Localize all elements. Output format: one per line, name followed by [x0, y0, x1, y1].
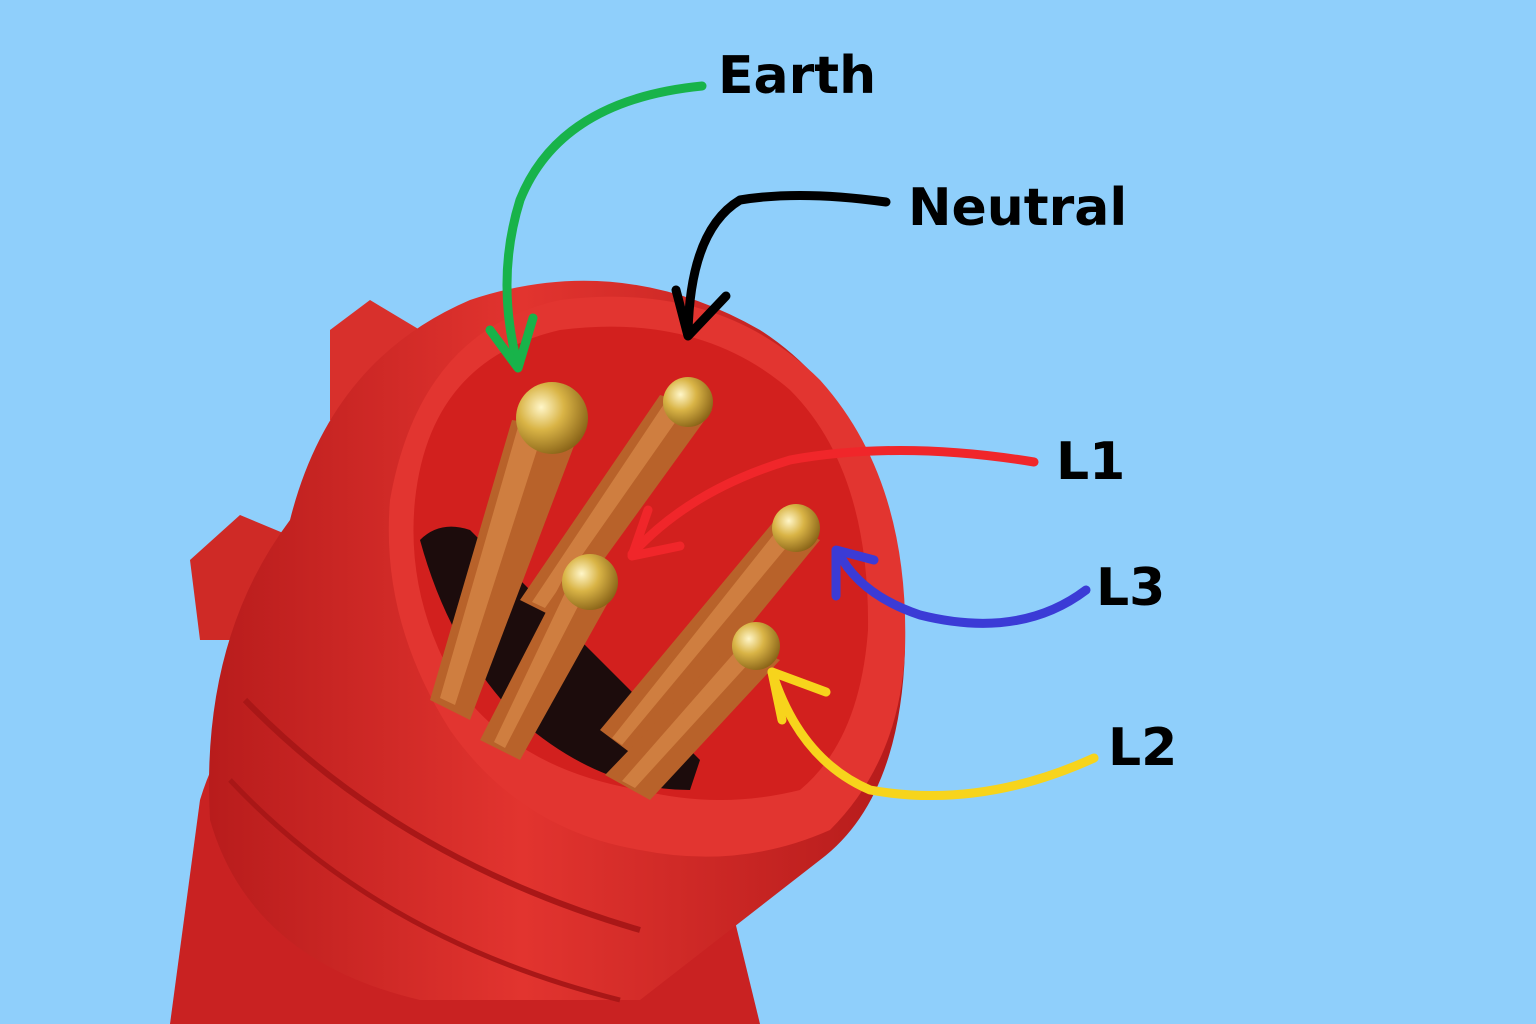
earth-label: Earth — [718, 46, 877, 106]
l1-label: L1 — [1056, 432, 1126, 492]
pin-l1 — [480, 554, 618, 760]
l2-label: L2 — [1108, 718, 1178, 778]
pin-earth — [430, 382, 588, 720]
neutral-label: Neutral — [908, 178, 1128, 238]
pin-neutral — [520, 377, 713, 620]
earth-arrow — [485, 81, 707, 373]
pin-l3 — [600, 504, 820, 760]
l2-arrow — [767, 667, 1099, 800]
pin-l2 — [605, 622, 780, 800]
neutral-arrow — [671, 190, 891, 341]
l1-arrow — [627, 446, 1039, 561]
l3-arrow — [831, 545, 1091, 628]
l3-label: L3 — [1096, 558, 1166, 618]
